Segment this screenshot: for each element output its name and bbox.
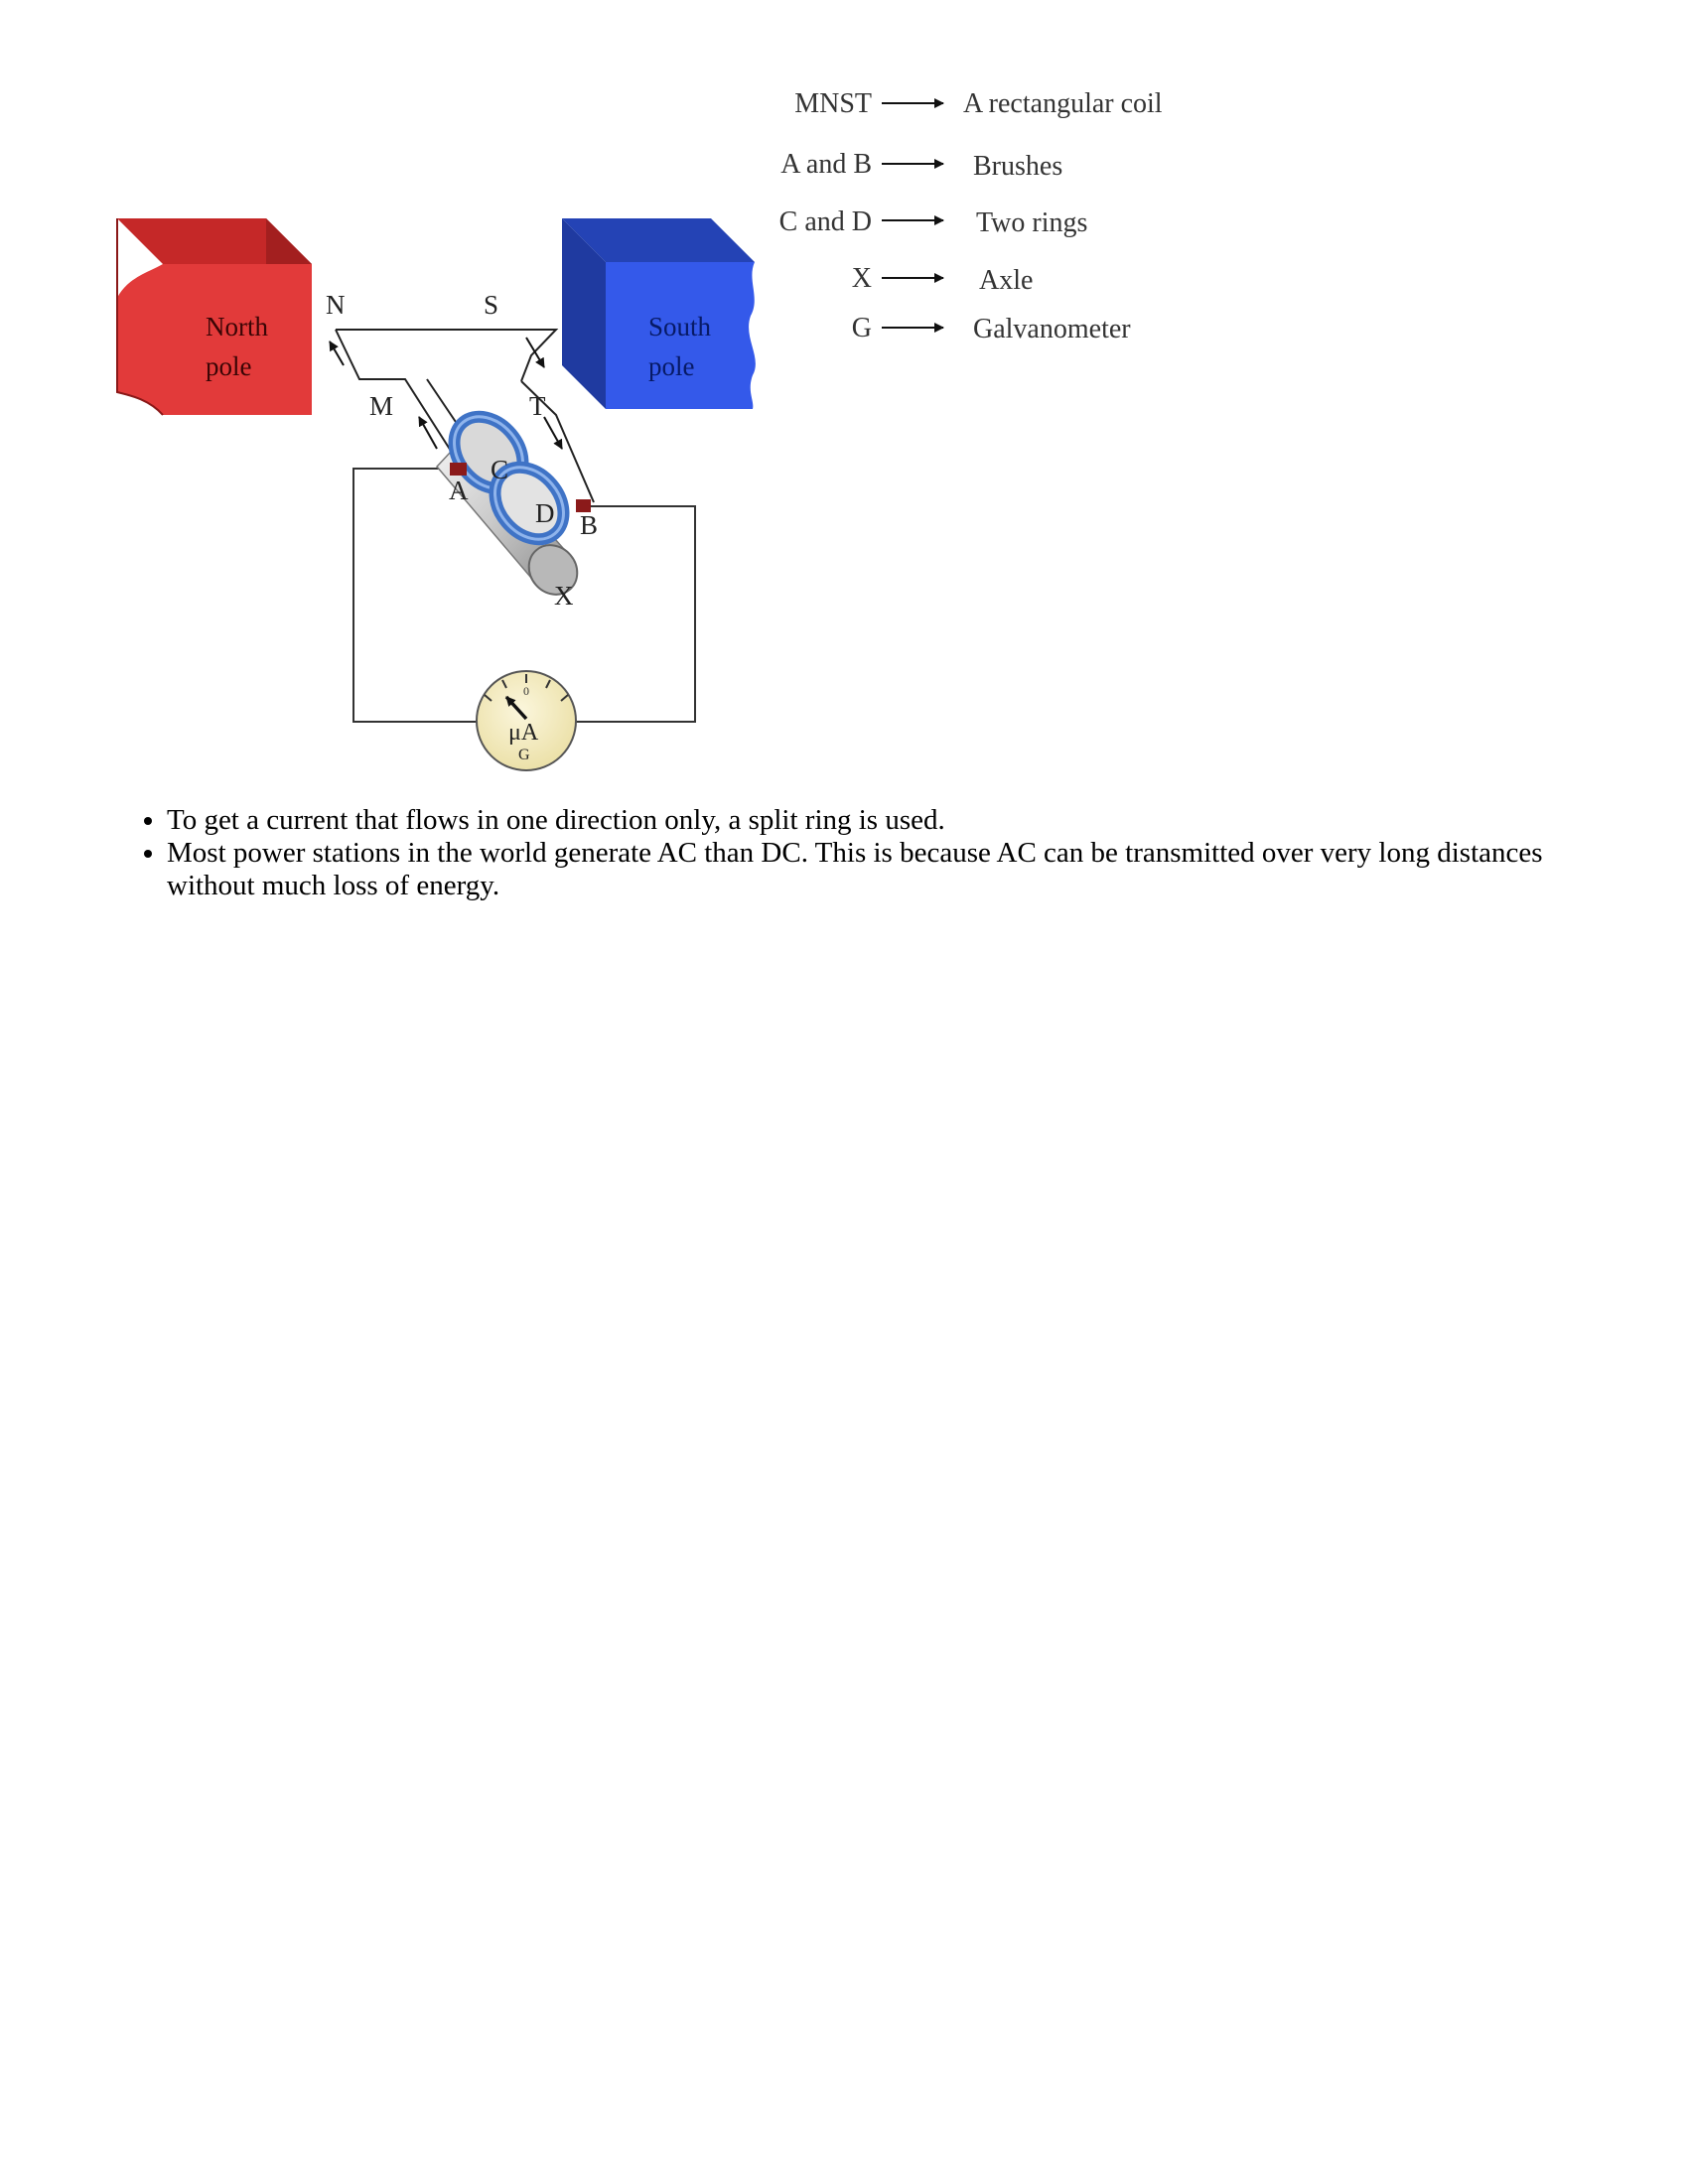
legend-symbol: A and B bbox=[780, 149, 872, 180]
galvanometer: 0 μA G bbox=[476, 670, 577, 771]
north-pole-label-line2: pole bbox=[206, 351, 252, 381]
brush-label-a: A bbox=[449, 476, 469, 505]
legend-symbol: G bbox=[852, 313, 872, 343]
north-pole-magnet: North pole bbox=[116, 218, 312, 416]
coil-label-m: M bbox=[369, 391, 393, 421]
brush-a bbox=[450, 463, 467, 476]
bullet-item: Most power stations in the world generat… bbox=[167, 837, 1636, 902]
galvanometer-symbol: G bbox=[518, 747, 530, 763]
ring-label-c: C bbox=[491, 455, 508, 484]
slip-ring-d bbox=[489, 461, 570, 546]
south-pole-magnet: South pole bbox=[562, 218, 756, 409]
coil-label-s: S bbox=[484, 290, 498, 320]
brush-label-b: B bbox=[580, 510, 598, 540]
galvanometer-unit: μA bbox=[508, 720, 539, 746]
legend-item: A and B Brushes bbox=[780, 149, 1062, 182]
legend-meaning: Two rings bbox=[976, 207, 1087, 238]
bullet-list: To get a current that flows in one direc… bbox=[124, 804, 1636, 902]
bullet-item: To get a current that flows in one direc… bbox=[167, 804, 1636, 837]
legend-symbol: C and D bbox=[779, 206, 872, 237]
legend: MNST A rectangular coil A and B Brushes … bbox=[779, 88, 1163, 344]
legend-meaning: Axle bbox=[979, 265, 1033, 296]
ac-generator-diagram: North pole South pole N S M T bbox=[116, 88, 1163, 771]
south-pole-label-line1: South bbox=[648, 312, 712, 341]
legend-meaning: Galvanometer bbox=[973, 314, 1131, 344]
coil-label-n: N bbox=[326, 290, 346, 320]
legend-meaning: A rectangular coil bbox=[963, 88, 1163, 119]
legend-symbol: MNST bbox=[794, 88, 872, 119]
coil-label-t: T bbox=[529, 391, 546, 421]
brush-b bbox=[576, 499, 591, 512]
legend-item: X Axle bbox=[852, 263, 1034, 296]
axle-label-x: X bbox=[554, 581, 574, 611]
current-arrows bbox=[329, 337, 563, 450]
galvanometer-zero: 0 bbox=[523, 684, 529, 698]
legend-meaning: Brushes bbox=[973, 151, 1062, 182]
legend-item: G Galvanometer bbox=[852, 313, 1132, 344]
galvanometer-needle-icon bbox=[504, 695, 528, 721]
legend-item: C and D Two rings bbox=[779, 206, 1088, 238]
legend-symbol: X bbox=[852, 263, 872, 294]
legend-item: MNST A rectangular coil bbox=[794, 88, 1163, 119]
external-circuit-wire bbox=[352, 468, 696, 723]
ring-label-d: D bbox=[535, 498, 555, 528]
north-pole-label-line1: North bbox=[206, 312, 268, 341]
south-pole-label-line2: pole bbox=[648, 351, 695, 381]
